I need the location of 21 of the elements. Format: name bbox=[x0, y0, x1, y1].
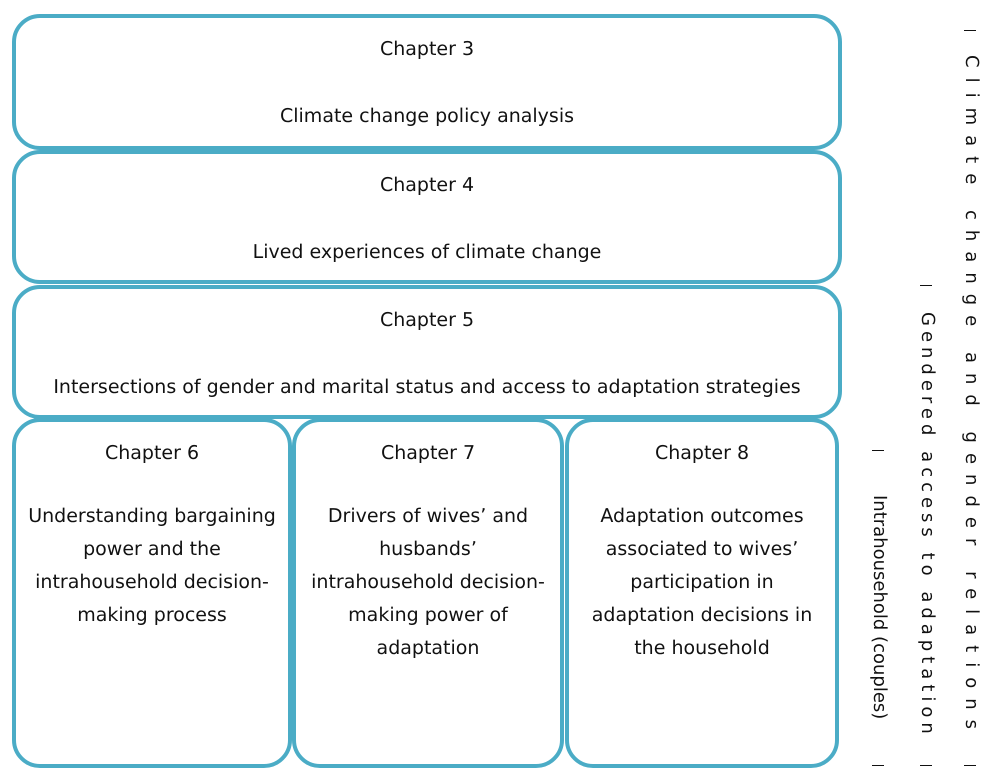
chapter-heading: Chapter 4 bbox=[378, 174, 476, 196]
chapter-box bbox=[565, 418, 839, 768]
chapter-box bbox=[12, 285, 842, 419]
chapter-box bbox=[12, 150, 842, 284]
chapter-description: Intersections of gender and marital status and access to adaptation strategies bbox=[52, 375, 802, 400]
chapter-box bbox=[12, 418, 292, 768]
chapter-box bbox=[12, 14, 842, 150]
chapter-description: Lived experiences of climate change bbox=[252, 240, 602, 265]
chapter-heading: Chapter 8 bbox=[654, 442, 750, 464]
chapter-heading: Chapter 7 bbox=[380, 442, 476, 464]
chapter-heading: Chapter 3 bbox=[378, 38, 476, 60]
chapter-box bbox=[292, 418, 564, 768]
scope-label: Intrahousehold (couples) bbox=[868, 494, 890, 722]
scope-label: Climate change and gender relations bbox=[960, 54, 981, 742]
scope-label: Gendered access to adaptation bbox=[916, 310, 938, 740]
chapter-description: Understanding bargaining power and the intrahousehold decision-making process bbox=[27, 504, 277, 628]
chapter-description: Climate change policy analysis bbox=[278, 104, 576, 129]
chapter-description: Drivers of wives’ and husbands’ intrahousehold decision-making power of adaptation bbox=[310, 504, 546, 661]
chapter-description: Adaptation outcomes associated to wives’ participation in adaptation decisions in the household bbox=[590, 504, 814, 661]
chapter-heading: Chapter 5 bbox=[378, 309, 476, 331]
chapter-heading: Chapter 6 bbox=[104, 442, 200, 464]
